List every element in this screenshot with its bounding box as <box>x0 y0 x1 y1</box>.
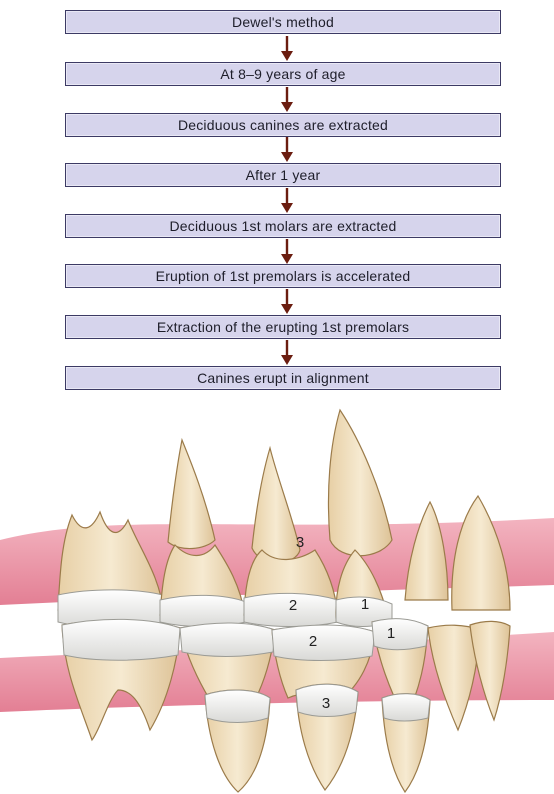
flow-arrow <box>280 87 294 113</box>
flow-step-canines-align: Canines erupt in alignment <box>65 366 501 390</box>
flow-arrow <box>280 188 294 214</box>
flow-step-extract-canines: Deciduous canines are extracted <box>65 113 501 137</box>
label-lower-3: 3 <box>322 695 330 712</box>
upper-canine <box>328 410 392 556</box>
dental-arch-illustration: 3 2 1 1 2 3 <box>0 400 554 794</box>
flowchart: Dewel's method At 8–9 years of age Decid… <box>0 0 554 400</box>
flow-step-extract-molars: Deciduous 1st molars are extracted <box>65 214 501 238</box>
flow-arrow <box>280 239 294 265</box>
label-lower-2: 2 <box>309 633 317 650</box>
upper-molar-crown <box>160 595 246 626</box>
lower-germ-crown <box>382 694 430 721</box>
lower-molar-crown <box>272 625 375 661</box>
flow-step-premolar-eruption: Eruption of 1st premolars is accelerated <box>65 264 501 288</box>
upper-central-incisor <box>452 496 510 610</box>
label-upper-1: 1 <box>361 596 369 613</box>
flow-step-after-1-year: After 1 year <box>65 163 501 187</box>
label-lower-1: 1 <box>387 625 395 642</box>
lower-germ-crown <box>205 690 270 722</box>
flow-arrow <box>280 137 294 163</box>
flow-step-extract-premolars: Extraction of the erupting 1st premolars <box>65 315 501 339</box>
label-upper-2: 2 <box>289 597 297 614</box>
flow-arrow <box>280 36 294 62</box>
lower-molar-crown <box>180 623 275 657</box>
upper-premolar-germ-3 <box>252 448 300 563</box>
flow-arrow <box>280 340 294 366</box>
flow-step-age: At 8–9 years of age <box>65 62 501 86</box>
lower-molar-crown <box>372 619 428 650</box>
lower-molar-crown <box>62 619 180 660</box>
flow-arrow <box>280 289 294 315</box>
flow-step-dewels-method: Dewel's method <box>65 10 501 34</box>
label-upper-3: 3 <box>296 534 304 551</box>
upper-tooth-germ <box>168 440 215 549</box>
